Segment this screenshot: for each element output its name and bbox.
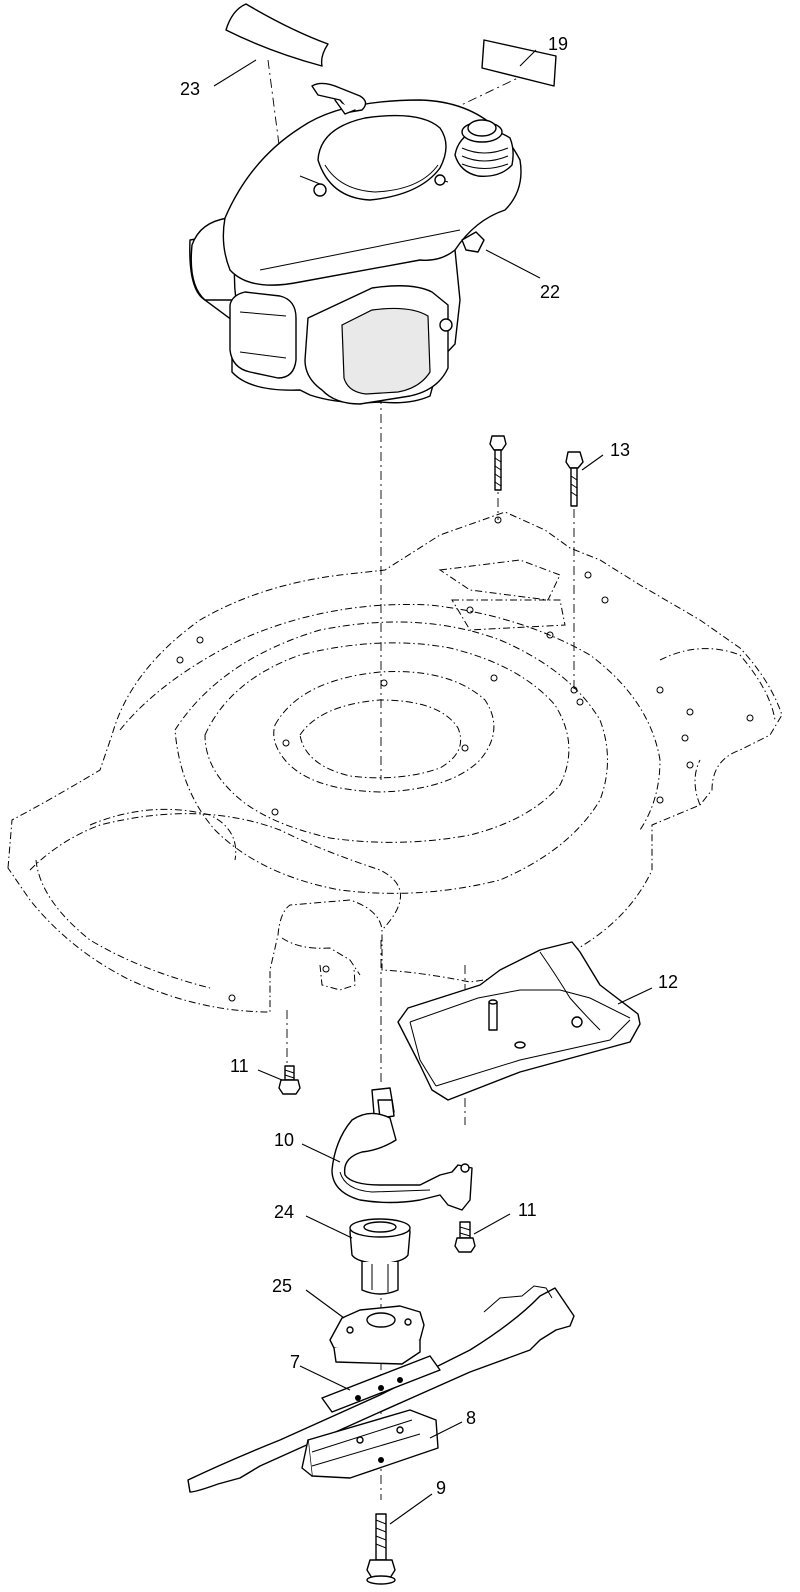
stiffener-8 (301, 1409, 439, 1479)
deck-mount-holes (176, 516, 754, 1002)
callout-11-left: 11 (230, 1056, 249, 1076)
baffle-12 (397, 941, 641, 1101)
blade-bolt-9 (366, 1513, 396, 1585)
callout-8: 8 (466, 1408, 476, 1428)
callout-labels: 23 19 22 13 12 11 10 24 11 25 7 8 9 (180, 34, 678, 1498)
callout-13: 13 (610, 440, 630, 460)
bolt-11-right (454, 1221, 476, 1253)
callout-19: 19 (548, 34, 568, 54)
callout-23: 23 (180, 79, 200, 99)
bolt-13-left (489, 435, 507, 491)
spacer-25 (329, 1305, 425, 1365)
bracket-10 (331, 1087, 473, 1211)
adapter-24 (349, 1218, 411, 1295)
callout-25: 25 (272, 1276, 292, 1296)
mower-deck-phantom (7, 511, 783, 1013)
callout-12: 12 (658, 972, 678, 992)
callout-7: 7 (290, 1352, 300, 1372)
engine-assembly (189, 82, 522, 405)
callout-11-right: 11 (518, 1200, 537, 1220)
blade-7 (187, 1285, 575, 1493)
callout-24: 24 (274, 1202, 294, 1222)
bolt-11-left (278, 1065, 301, 1095)
leader-lines (213, 49, 653, 1525)
callout-22: 22 (540, 282, 560, 302)
label-19 (481, 39, 557, 87)
callout-10: 10 (274, 1130, 294, 1150)
decal-23 (225, 3, 329, 67)
callout-9: 9 (436, 1478, 446, 1498)
bolt-13-right (565, 451, 584, 507)
